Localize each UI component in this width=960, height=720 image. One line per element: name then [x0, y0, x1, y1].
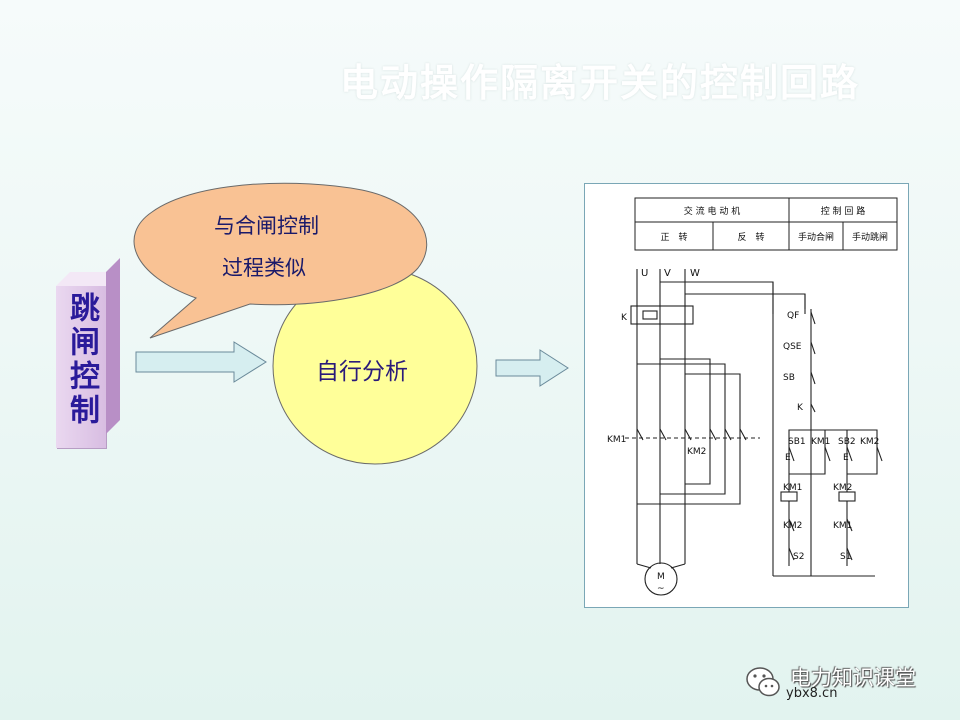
label-e2: E [843, 453, 849, 463]
label-sb2: SB2 [838, 437, 856, 447]
header-manual-close: 手动合闸 [798, 231, 834, 243]
header-control: 控 制 回 路 [821, 205, 866, 217]
label-sb: SB [783, 373, 795, 383]
phase-u: U [641, 268, 648, 279]
label-km2-interlock: KM2 [783, 521, 802, 531]
label-km1-interlock: KM1 [833, 521, 852, 531]
bubble-line-2: 过程类似 [222, 256, 306, 280]
trip-control-box: 跳闸控制 [56, 286, 106, 448]
header-reverse: 反 转 [737, 231, 764, 243]
bubble-line-1: 与合闸控制 [214, 214, 319, 238]
label-s1: S1 [840, 552, 851, 562]
slide-title: 电动操作隔离开关的控制回路 [340, 61, 861, 105]
label-e1: E [785, 453, 791, 463]
label-sb1: SB1 [788, 437, 806, 447]
motor-m: M [657, 572, 665, 582]
speech-bubble [133, 182, 428, 339]
label-qf: QF [787, 311, 799, 321]
label-km1-main: KM1 [607, 435, 626, 445]
wechat-icon [746, 667, 780, 697]
label-k-ctrl: K [797, 403, 804, 413]
trip-control-label: 跳闸控制 [64, 292, 99, 428]
arrow-to-circle [135, 341, 267, 383]
label-s2: S2 [793, 552, 804, 562]
schematic-header-table [634, 197, 898, 251]
label-qse: QSE [783, 342, 802, 352]
header-motor: 交 流 电 动 机 [684, 205, 740, 217]
watermark-name: 电力知识课堂 [790, 666, 916, 690]
schematic-drawing: 交 流 电 动 机 控 制 回 路 正 转 反 转 手动合闸 手动跳闸 U V … [607, 197, 898, 596]
control-circuit [772, 282, 883, 577]
phase-v: V [664, 268, 671, 279]
label-km1-aux: KM1 [811, 437, 830, 447]
label-km1-coil: KM1 [783, 483, 802, 493]
motor-tilde: ~ [657, 584, 665, 594]
control-circuit-schematic: 交 流 电 动 机 控 制 回 路 正 转 反 转 手动合闸 手动跳闸 U V … [584, 183, 909, 608]
header-manual-trip: 手动跳闸 [852, 231, 888, 243]
phase-w: W [690, 268, 700, 279]
label-km2-coil: KM2 [833, 483, 852, 493]
watermark: 电力知识课堂 ybx8.cn [742, 660, 942, 706]
analysis-label: 自行分析 [316, 359, 408, 385]
label-km2-aux: KM2 [860, 437, 879, 447]
watermark-url: ybx8.cn [786, 686, 838, 701]
label-k: K [621, 313, 628, 323]
arrow-to-schematic [495, 349, 569, 387]
main-circuit [630, 269, 806, 596]
header-forward: 正 转 [660, 231, 687, 243]
label-km2-main: KM2 [687, 447, 706, 457]
